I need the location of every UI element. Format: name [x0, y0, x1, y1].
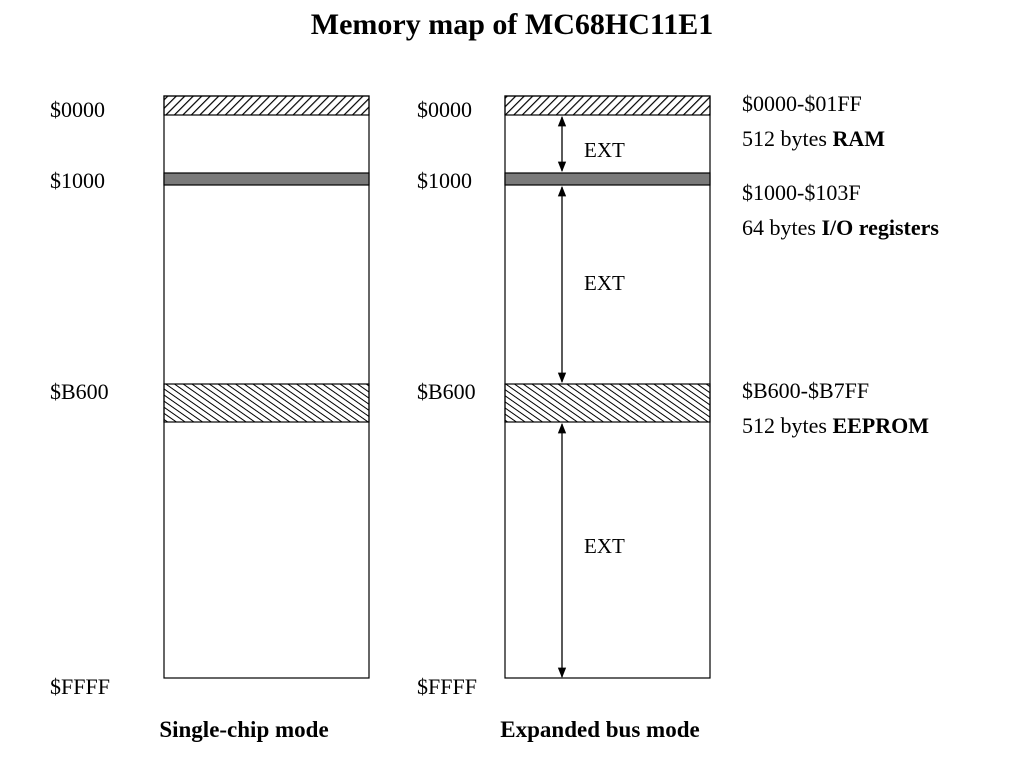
left-address-ffff: $FFFF: [50, 674, 110, 699]
region-ram-name: RAM: [832, 126, 885, 151]
region-ram-range: $0000-$01FF: [742, 91, 862, 116]
region-ram-description: $0000-$01FF 512 bytes RAM: [742, 86, 885, 156]
ext-label-3: EXT: [584, 534, 625, 558]
right-ram-region: [504, 95, 711, 116]
region-eeprom-name: EEPROM: [832, 413, 930, 438]
region-io-detail: 64 bytes I/O registers: [742, 210, 939, 245]
left-address-0000: $0000: [50, 97, 105, 122]
region-io-size: 64 bytes: [742, 215, 816, 240]
region-eeprom-size: 512 bytes: [742, 413, 827, 438]
right-address-0000: $0000: [417, 97, 472, 122]
region-eeprom-detail: 512 bytes EEPROM: [742, 408, 929, 443]
region-eeprom-range: $B600-$B7FF: [742, 378, 870, 403]
region-io-description: $1000-$103F 64 bytes I/O registers: [742, 175, 939, 245]
diagram-title: Memory map of MC68HC11E1: [310, 8, 714, 41]
ext-label-2: EXT: [584, 271, 625, 295]
right-address-b600: $B600: [417, 379, 476, 404]
expanded-bus-column: [504, 95, 711, 679]
region-io-name: I/O registers: [821, 215, 939, 240]
region-ram-detail: 512 bytes RAM: [742, 121, 885, 156]
left-ram-region: [163, 95, 370, 116]
region-ram-size: 512 bytes: [742, 126, 827, 151]
right-eeprom-region: [504, 383, 711, 423]
left-eeprom-region: [163, 383, 370, 423]
expanded-bus-mode-label: Expanded bus mode: [500, 717, 700, 742]
single-chip-column: [163, 95, 370, 679]
right-io-region: [504, 172, 711, 186]
region-io-range: $1000-$103F: [742, 180, 861, 205]
left-address-b600: $B600: [50, 379, 109, 404]
single-chip-mode-label: Single-chip mode: [159, 717, 329, 742]
region-eeprom-description: $B600-$B7FF 512 bytes EEPROM: [742, 373, 929, 443]
left-io-region: [163, 172, 370, 186]
ext-label-1: EXT: [584, 138, 625, 162]
right-address-ffff: $FFFF: [417, 674, 477, 699]
right-address-1000: $1000: [417, 168, 472, 193]
left-address-1000: $1000: [50, 168, 105, 193]
